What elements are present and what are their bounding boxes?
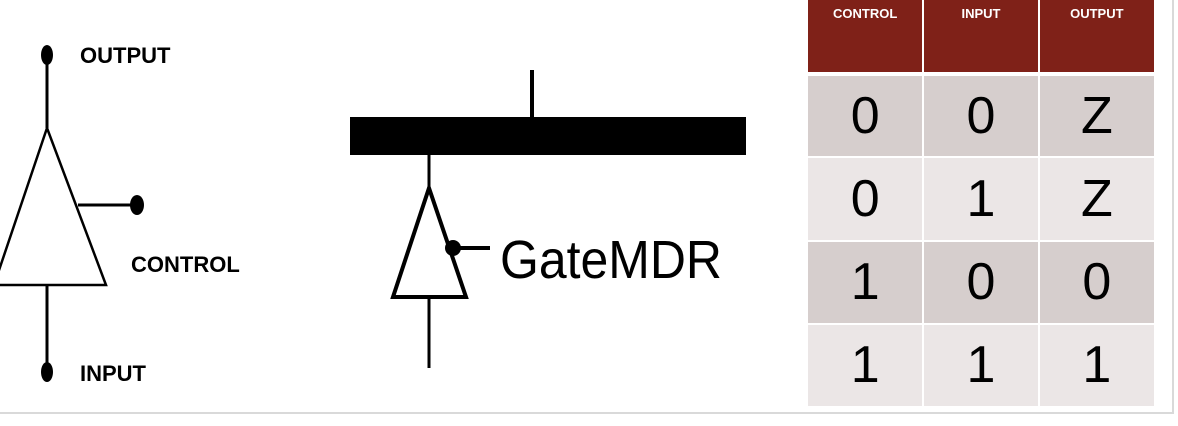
output-terminal-dot	[41, 45, 53, 65]
truth-table: CONTROL INPUT OUTPUT 0 0 Z 0 1 Z 1 0 0	[808, 0, 1154, 409]
cell-output: Z	[1038, 157, 1154, 242]
header-output: OUTPUT	[1038, 0, 1154, 76]
slide-frame-bottom-edge	[0, 412, 1174, 414]
input-terminal-dot	[41, 362, 53, 382]
truth-table-header-row: CONTROL INPUT OUTPUT	[808, 0, 1154, 76]
header-control: CONTROL	[808, 0, 925, 76]
cell-output: 1	[1038, 323, 1154, 409]
buffer-triangle	[0, 124, 108, 287]
cell-control: 1	[808, 323, 925, 409]
input-label: INPUT	[80, 361, 147, 386]
data-bus	[350, 117, 746, 155]
diagrams: OUTPUT CONTROL INPUT GateMDR	[0, 43, 746, 386]
cell-input: 0	[923, 240, 1040, 325]
cell-input: 1	[923, 323, 1040, 409]
slide-frame-right-edge	[1172, 0, 1174, 414]
cell-input: 1	[923, 157, 1040, 242]
cell-control: 0	[808, 157, 925, 242]
table-row: 0 1 Z	[808, 157, 1154, 242]
cell-control: 0	[808, 74, 925, 159]
gatemdr-label: GateMDR	[500, 230, 722, 290]
control-label: CONTROL	[131, 252, 240, 277]
control-terminal-dot	[130, 195, 144, 215]
table-row: 1 0 0	[808, 240, 1154, 325]
output-label: OUTPUT	[80, 43, 171, 68]
table-row: 1 1 1	[808, 323, 1154, 409]
header-input: INPUT	[923, 0, 1040, 76]
table-row: 0 0 Z	[808, 74, 1154, 159]
cell-control: 1	[808, 240, 925, 325]
cell-output: Z	[1038, 74, 1154, 159]
gatemdr-bus-diagram: GateMDR	[350, 70, 746, 368]
cell-output: 0	[1038, 240, 1154, 325]
tristate-buffer-symbol: OUTPUT CONTROL INPUT	[0, 43, 240, 386]
cell-input: 0	[923, 74, 1040, 159]
